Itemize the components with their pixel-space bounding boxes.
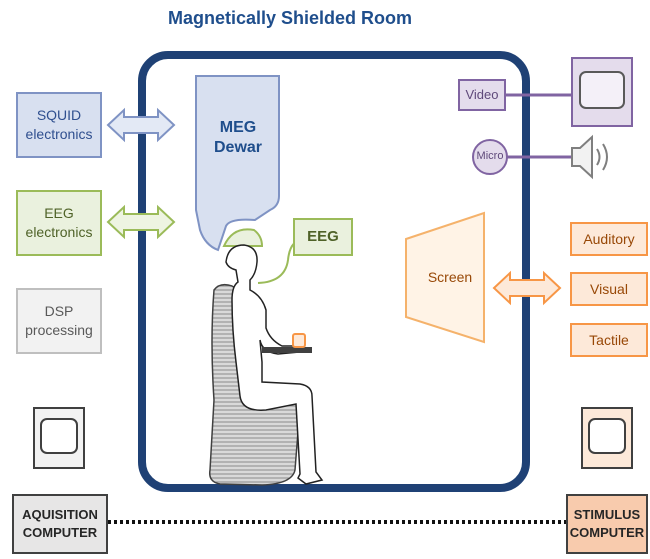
shielded-room: [138, 51, 530, 492]
meg-dewar-shape: [195, 75, 280, 252]
stimulus-double-arrow: [492, 270, 562, 306]
screen-label: Screen: [427, 269, 473, 285]
micro-circle: [472, 139, 508, 175]
response-cup: [292, 333, 306, 348]
tactile-box: Tactile: [570, 323, 648, 357]
eeg-cap: [222, 228, 264, 247]
auditory-box: Auditory: [570, 222, 648, 256]
eeg-double-arrow: [106, 204, 176, 240]
speaker-icon: [571, 134, 593, 180]
screen-shape: [405, 211, 485, 344]
chair: [208, 283, 302, 486]
acquisition-computer-box: AQUISITION COMPUTER: [12, 494, 108, 554]
video-box: Video: [458, 79, 506, 111]
response-table: [262, 347, 312, 353]
meg-dewar-label: MEG Dewar: [213, 119, 263, 156]
subject-person: [225, 244, 324, 485]
visual-box: Visual: [570, 272, 648, 306]
squid-electronics-box: SQUID electronics: [16, 92, 102, 158]
room-title: Magnetically Shielded Room: [167, 8, 413, 28]
eeg-label-box: EEG: [293, 218, 353, 256]
micro-label: Micro: [476, 150, 504, 162]
stimulus-computer-box: STIMULUS COMPUTER: [566, 494, 648, 554]
eeg-electronics-box: EEG electronics: [16, 190, 102, 256]
dsp-processing-box: DSP processing: [16, 288, 102, 354]
squid-double-arrow: [106, 107, 176, 143]
